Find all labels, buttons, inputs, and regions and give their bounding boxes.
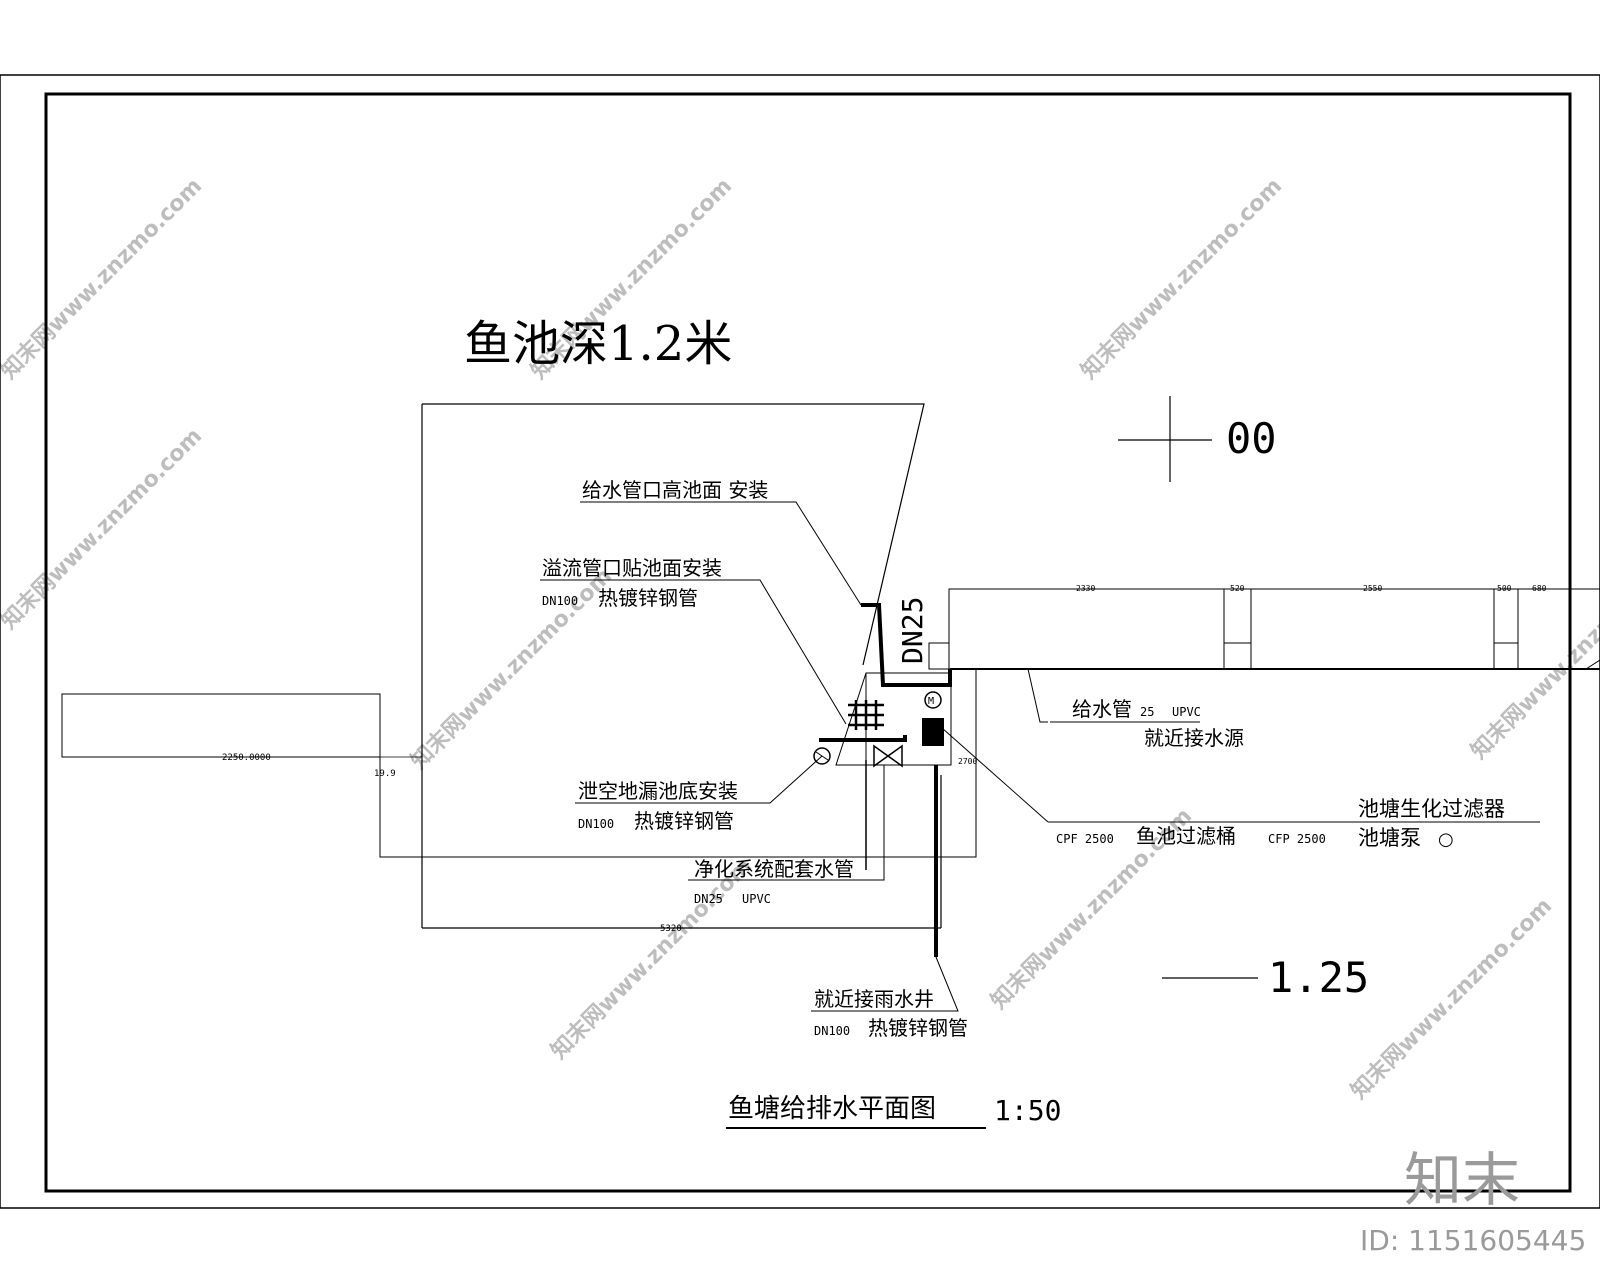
watermark-text: 知末网www.znzmo.com <box>0 423 207 634</box>
pump-motor-letter: M <box>928 696 934 707</box>
dim-left-bar: 2250.0000 <box>222 753 271 763</box>
overflow-label: 溢流管口贴池面安装 <box>542 556 722 580</box>
dim-right-a: 2330 <box>1076 584 1095 593</box>
outer-frame <box>0 74 1600 1209</box>
overflow-material: 热镀锌钢管 <box>598 586 698 610</box>
right-walkway <box>948 588 1600 670</box>
purify-pipe-label: 净化系统配套水管 <box>694 857 854 881</box>
cpf-right-label: CFP 2500 <box>1268 832 1326 846</box>
filter-label: 池塘生化过滤器 <box>1358 797 1505 821</box>
gate-valve-icon <box>873 744 903 768</box>
purify-spec: DN25 <box>694 892 723 906</box>
rain-spec: DN100 <box>814 1024 850 1038</box>
watermark-text: 知末网www.znzmo.com <box>0 173 207 384</box>
filter-bucket-label: 鱼池过滤桶 <box>1136 824 1236 848</box>
drain-label: 泄空地漏池底安装 <box>578 779 738 803</box>
watermark-text: 知末网www.znzmo.com <box>546 853 757 1064</box>
supply-pipe-run <box>861 603 952 687</box>
pond-outline <box>422 403 925 666</box>
drain-material: 热镀锌钢管 <box>634 809 734 833</box>
supply-pipe-label: 给水管 <box>1072 697 1132 721</box>
pipe-size-vertical: DN25 <box>896 597 929 664</box>
rain-well-label: 就近接雨水井 <box>814 987 934 1011</box>
watermark-id: ID: 1151605445 <box>1360 1224 1586 1257</box>
rain-material: 热镀锌钢管 <box>868 1016 968 1040</box>
drain-spec: DN100 <box>578 817 614 831</box>
elevation-top-label: 00 <box>1226 414 1277 463</box>
dim-left-small: 19.9 <box>374 769 396 779</box>
leader-lines <box>540 501 1540 1012</box>
watermark-text: 知末网www.znzmo.com <box>1346 893 1557 1104</box>
pump-body-icon <box>922 718 944 746</box>
overflow-spec: DN100 <box>542 594 578 608</box>
equipment-slope <box>835 672 867 766</box>
drain-pipe-run <box>819 735 907 742</box>
overflow-manifold <box>848 700 884 730</box>
supply-material: UPVC <box>1172 705 1201 719</box>
walkway-block-1 <box>1223 642 1252 670</box>
elevation-bottom-label: 1.25 <box>1268 953 1369 1002</box>
watermark-text: 知末网www.znzmo.com <box>406 563 617 774</box>
dim-right-b: 520 <box>1230 584 1245 593</box>
inner-frame <box>44 92 1572 1193</box>
dim-right-d: 500 <box>1497 584 1512 593</box>
pond-depth-title: 鱼池深1.2米 <box>464 316 732 372</box>
plan-scale: 1:50 <box>994 1094 1061 1127</box>
pond-pump-label: 池塘泵 <box>1358 826 1421 850</box>
left-walkway <box>61 693 381 758</box>
walkway-block-start <box>928 642 950 670</box>
pump-tag: 2700 <box>958 757 977 766</box>
watermark-logo: 知末 <box>1404 1146 1520 1214</box>
deck-outline <box>379 669 977 858</box>
pump-motor-icon <box>924 691 942 709</box>
supply-outlet-label: 给水管口高池面 安装 <box>582 478 768 502</box>
supply-spec: 25 <box>1140 705 1154 719</box>
supply-source-label: 就近接水源 <box>1144 726 1244 750</box>
dim-right-c: 2550 <box>1363 584 1382 593</box>
dim-bottom-main: 5320 <box>660 924 682 934</box>
watermark-text: 知末网www.znzmo.com <box>1076 173 1287 384</box>
plan-title: 鱼塘给排水平面图 <box>728 1094 936 1124</box>
walkway-block-2 <box>1493 642 1519 670</box>
cpf-left-label: CPF 2500 <box>1056 832 1114 846</box>
walkway-end <box>1585 659 1600 670</box>
pond-pump-suffix: ○ <box>1438 829 1454 850</box>
dim-right-e: 680 <box>1532 584 1547 593</box>
purify-material: UPVC <box>742 892 771 906</box>
